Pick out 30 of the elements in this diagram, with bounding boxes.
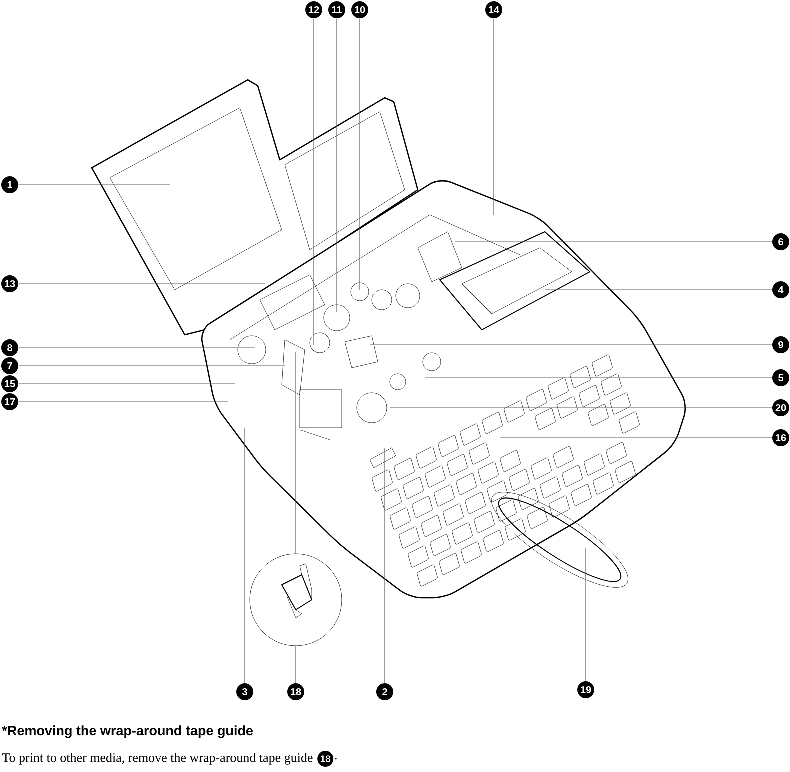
callout-number: 16 <box>772 430 790 446</box>
callout-number: 8 <box>2 340 18 356</box>
leader-line <box>384 448 386 684</box>
callout-number: 11 <box>328 2 346 18</box>
callout-number: 15 <box>2 376 18 392</box>
callout-number: 10 <box>352 2 368 18</box>
callout-number: 18 <box>288 684 304 700</box>
callout-number: 18 <box>318 751 334 767</box>
callout-number: 4 <box>772 282 790 298</box>
callout-number: 14 <box>486 2 502 18</box>
inset-circle <box>250 554 342 646</box>
callout-number: 5 <box>772 370 790 386</box>
section-heading: *Removing the wrap-around tape guide <box>2 726 253 738</box>
callout-number: 3 <box>236 684 254 700</box>
leader-line <box>336 18 338 312</box>
caption: To print to other media, remove the wrap-around tape guide <box>2 753 313 765</box>
leader-line <box>18 184 170 186</box>
callout-number: 13 <box>2 276 18 292</box>
leader-line <box>370 344 773 346</box>
callout-number: 7 <box>2 358 18 374</box>
callout-number: 2 <box>376 684 394 700</box>
callout-number: 12 <box>306 2 322 18</box>
callout-number: 19 <box>578 682 594 698</box>
callout-number: 6 <box>772 234 790 250</box>
callout-number: 9 <box>772 336 790 354</box>
leader-line <box>244 428 246 684</box>
callout-number: 1 <box>2 176 18 194</box>
node-label: . <box>335 758 337 760</box>
callout-number: 17 <box>2 394 18 410</box>
callout-number: 20 <box>772 400 790 416</box>
